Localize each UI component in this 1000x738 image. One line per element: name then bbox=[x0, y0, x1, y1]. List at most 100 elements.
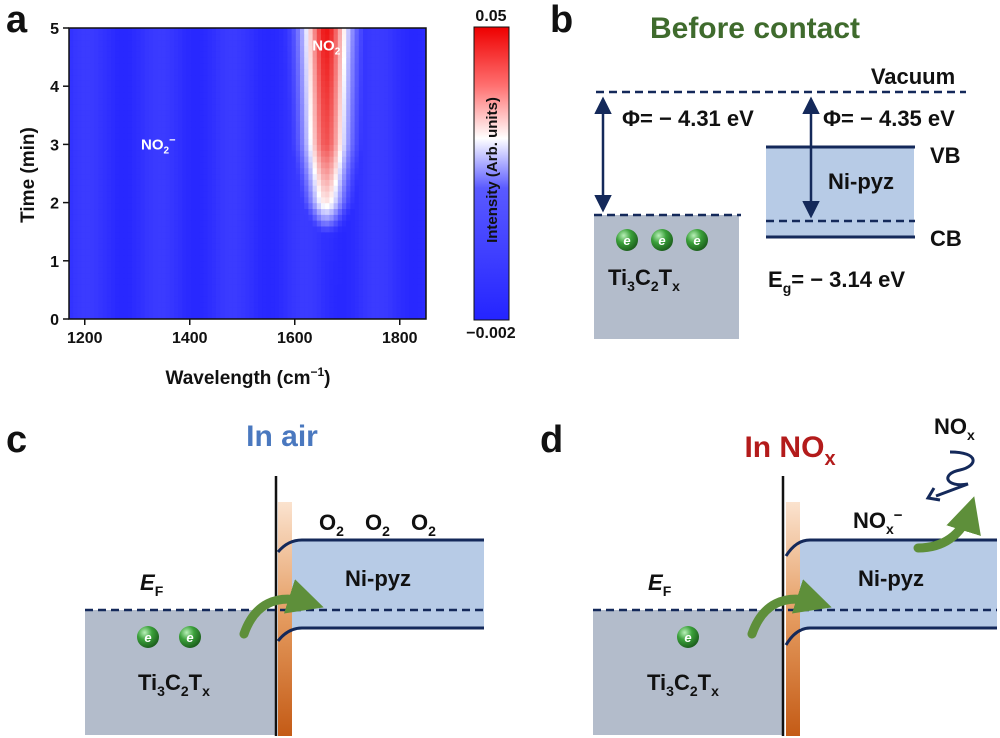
heatmap-cell bbox=[249, 266, 255, 274]
heatmap-cell bbox=[375, 144, 381, 151]
heatmap-cell bbox=[144, 62, 150, 70]
heatmap-cell bbox=[232, 86, 238, 93]
heatmap-cell bbox=[102, 144, 108, 151]
heatmap-cell bbox=[111, 51, 116, 58]
heatmap-cell bbox=[220, 51, 225, 58]
heatmap-cell bbox=[400, 57, 406, 64]
heatmap-cell bbox=[283, 249, 288, 256]
heatmap-cell bbox=[178, 196, 183, 204]
heatmap-cell bbox=[203, 220, 209, 227]
heatmap-cell bbox=[228, 80, 234, 87]
heatmap-cell bbox=[291, 185, 297, 192]
heatmap-cell bbox=[405, 62, 410, 70]
heatmap-cell bbox=[94, 92, 99, 99]
heatmap-cell bbox=[211, 272, 217, 279]
heatmap-cell bbox=[174, 313, 179, 319]
heatmap-cell bbox=[211, 103, 217, 111]
panel-c-title: In air bbox=[246, 420, 318, 453]
heatmap-cell bbox=[136, 202, 141, 210]
heatmap-cell bbox=[329, 109, 335, 116]
heatmap-cell bbox=[329, 249, 335, 256]
heatmap-cell bbox=[106, 39, 112, 47]
heatmap-cell bbox=[262, 74, 267, 81]
heatmap-cell bbox=[350, 284, 356, 291]
heatmap-cell bbox=[363, 313, 368, 319]
heatmap-cell bbox=[148, 225, 154, 233]
heatmap-cell bbox=[211, 68, 217, 76]
heatmap-cell bbox=[308, 202, 314, 210]
heatmap-cell bbox=[85, 225, 91, 233]
heatmap-cell bbox=[81, 237, 87, 244]
annotation-no2-minus: NO2− bbox=[141, 134, 176, 156]
heatmap-cell bbox=[119, 179, 125, 186]
heatmap-cell bbox=[375, 126, 381, 134]
heatmap-cell bbox=[417, 190, 423, 198]
heatmap-cell bbox=[140, 161, 146, 169]
heatmap-cell bbox=[308, 190, 314, 198]
heatmap-cell bbox=[69, 62, 74, 70]
heatmap-cell bbox=[375, 33, 381, 41]
heatmap-cell bbox=[388, 289, 393, 297]
heatmap-cell bbox=[337, 156, 343, 163]
heatmap-cell bbox=[405, 51, 410, 58]
heatmap-cell bbox=[274, 225, 280, 233]
heatmap-cell bbox=[207, 214, 213, 221]
heatmap-cell bbox=[85, 103, 91, 111]
heatmap-cell bbox=[258, 109, 263, 116]
heatmap-cell bbox=[409, 109, 414, 116]
heatmap-cell bbox=[270, 144, 276, 151]
heatmap-cell bbox=[253, 266, 259, 274]
heatmap-cell bbox=[111, 313, 116, 319]
heatmap-cell bbox=[409, 132, 414, 140]
heatmap-cell bbox=[123, 161, 129, 169]
heatmap-cell bbox=[127, 289, 133, 297]
heatmap-cell bbox=[262, 97, 267, 105]
heatmap-cell bbox=[211, 208, 217, 215]
heatmap-cell bbox=[409, 161, 414, 169]
heatmap-cell bbox=[127, 161, 133, 169]
heatmap-cell bbox=[371, 150, 377, 157]
heatmap-cell bbox=[140, 278, 146, 285]
heatmap-cell bbox=[157, 272, 162, 279]
heatmap-cell bbox=[316, 97, 322, 105]
heatmap-cell bbox=[308, 39, 314, 47]
heatmap-cell bbox=[291, 301, 297, 308]
heatmap-cell bbox=[211, 225, 217, 233]
heatmap-cell bbox=[308, 62, 314, 70]
heatmap-cell bbox=[102, 202, 108, 210]
heatmap-cell bbox=[409, 126, 414, 134]
heatmap-cell bbox=[178, 260, 183, 268]
heatmap-cell bbox=[417, 103, 423, 111]
heatmap-cell bbox=[300, 97, 305, 105]
heatmap-cell bbox=[169, 97, 175, 105]
heatmap-cell bbox=[94, 237, 99, 244]
heatmap-cell bbox=[342, 39, 347, 47]
heatmap-cell bbox=[325, 220, 330, 227]
heatmap-cell bbox=[253, 161, 259, 169]
heatmap-cell bbox=[174, 28, 179, 35]
heatmap-cell bbox=[186, 92, 192, 99]
heatmap-cell bbox=[169, 144, 175, 151]
x-tick-label: 1800 bbox=[382, 330, 418, 347]
heatmap-cell bbox=[216, 231, 221, 239]
heatmap-cell bbox=[211, 220, 217, 227]
heatmap-cell bbox=[224, 179, 230, 186]
heatmap-cell bbox=[174, 39, 179, 47]
heatmap-cell bbox=[216, 39, 221, 47]
heatmap-cell bbox=[321, 220, 326, 227]
heatmap-cell bbox=[224, 202, 230, 210]
heatmap-cell bbox=[270, 237, 276, 244]
heatmap-cell bbox=[178, 278, 183, 285]
heatmap-cell bbox=[98, 150, 104, 157]
heatmap-cell bbox=[169, 150, 175, 157]
heatmap-cell bbox=[174, 97, 179, 105]
heatmap-cell bbox=[417, 266, 423, 274]
heatmap-cell bbox=[421, 33, 426, 41]
heatmap-cell bbox=[85, 68, 91, 76]
heatmap-cell bbox=[228, 156, 234, 163]
heatmap-cell bbox=[119, 289, 125, 297]
heatmap-cell bbox=[73, 57, 78, 64]
heatmap-cell bbox=[237, 185, 242, 192]
heatmap-cell bbox=[350, 301, 356, 308]
heatmap-cell bbox=[384, 80, 389, 87]
